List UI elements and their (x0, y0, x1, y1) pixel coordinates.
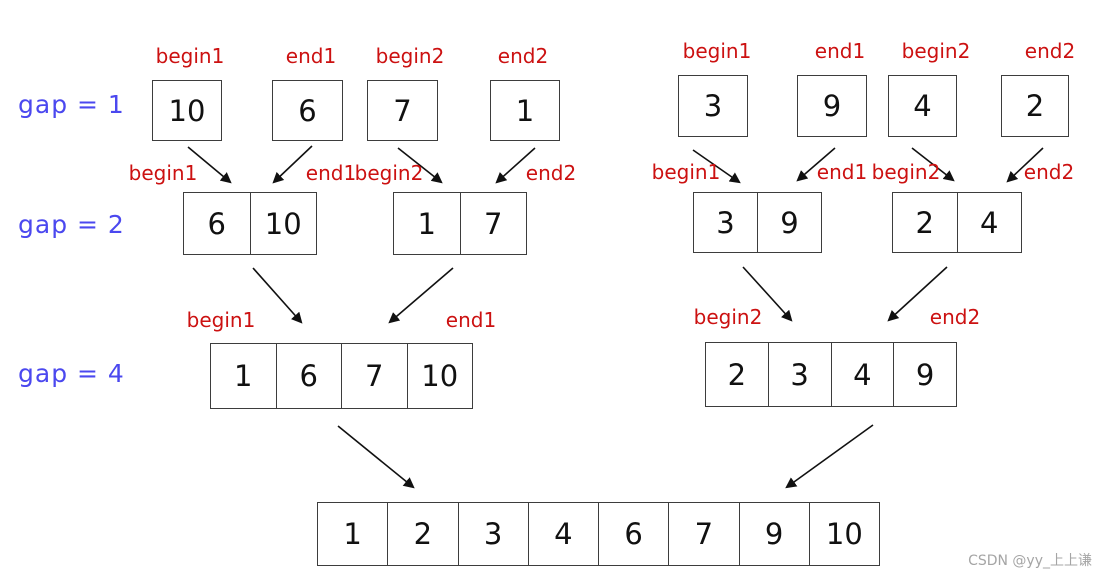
pointer-label-begin1: begin1 (682, 39, 752, 63)
box-gap1-right-0: 3 (678, 75, 748, 137)
array-gap2-right-pair2: 2 4 (892, 192, 1022, 253)
pointer-label-end1: end1 (305, 161, 357, 185)
array-cell: 4 (527, 503, 598, 565)
array-cell: 3 (716, 205, 735, 240)
pointer-label-end1: end1 (445, 308, 497, 332)
pointer-label-end1: end1 (814, 39, 866, 63)
array-gap2-right-pair1: 3 9 (693, 192, 822, 253)
pointer-label-end2: end2 (525, 161, 577, 185)
array-cell: 7 (668, 503, 738, 565)
array-gap4-right: 2 3 4 9 (705, 342, 957, 407)
array-cell: 7 (459, 193, 527, 254)
array-cell: 6 (207, 206, 226, 241)
array-cell: 4 (956, 193, 1022, 252)
array-cell: 1 (515, 93, 535, 128)
array-gap4-left: 1 6 7 10 (210, 343, 473, 409)
array-cell: 6 (598, 503, 668, 565)
array-cell: 4 (913, 89, 932, 123)
box-gap1-right-3: 2 (1001, 75, 1069, 137)
array-cell: 9 (757, 193, 821, 252)
gap-label-3: gap = 4 (18, 359, 125, 388)
pointer-label-begin1: begin1 (651, 160, 721, 184)
pointer-label-begin1: begin1 (155, 44, 225, 68)
box-gap1-left-2: 7 (367, 80, 438, 141)
array-final-merged: 1 2 3 4 6 7 9 10 (317, 502, 880, 566)
array-cell: 3 (703, 89, 723, 123)
array-gap2-left-pair2: 1 7 (393, 192, 527, 255)
array-cell: 1 (234, 359, 253, 393)
box-gap1-left-3: 1 (490, 80, 560, 141)
array-cell: 9 (738, 503, 809, 565)
box-gap1-right-1: 9 (797, 75, 867, 137)
pointer-label-begin2: begin2 (871, 160, 941, 184)
array-cell: 1 (417, 206, 436, 241)
arrow (388, 267, 454, 324)
array-cell: 10 (808, 503, 879, 565)
pointer-label-end2: end2 (497, 44, 549, 68)
array-cell: 6 (275, 344, 342, 408)
pointer-label-end2: end2 (929, 305, 981, 329)
gap-label-2: gap = 2 (18, 210, 125, 239)
array-cell: 10 (168, 93, 206, 128)
array-cell: 2 (1025, 89, 1045, 123)
watermark: CSDN @yy_上上谦 (968, 553, 1092, 569)
arrow (337, 425, 415, 489)
arrow (785, 424, 874, 489)
box-gap1-right-2: 4 (888, 75, 957, 137)
array-cell: 3 (457, 503, 528, 565)
pointer-label-end1: end1 (285, 44, 337, 68)
box-gap1-left-0: 10 (152, 80, 222, 141)
arrow (252, 267, 303, 324)
array-cell: 7 (393, 93, 412, 128)
array-cell: 2 (915, 205, 934, 240)
array-cell: 9 (893, 343, 956, 406)
array-cell: 2 (387, 503, 457, 565)
array-gap2-left-pair1: 6 10 (183, 192, 317, 255)
array-cell: 2 (727, 357, 747, 392)
pointer-label-end2: end2 (1023, 160, 1075, 184)
pointer-label-begin1: begin1 (128, 161, 198, 185)
array-cell: 9 (822, 89, 842, 123)
array-cell: 6 (298, 93, 317, 128)
pointer-label-end1: end1 (816, 160, 868, 184)
pointer-label-begin2: begin2 (693, 305, 763, 329)
array-cell: 10 (249, 193, 317, 254)
gap-label-1: gap = 1 (18, 90, 125, 119)
array-cell: 1 (343, 517, 362, 551)
pointer-label-begin1: begin1 (186, 308, 256, 332)
array-cell: 7 (341, 344, 407, 408)
array-cell: 10 (406, 344, 473, 408)
pointer-label-begin2: begin2 (901, 39, 971, 63)
array-cell: 4 (830, 343, 894, 406)
pointer-label-begin2: begin2 (375, 44, 445, 68)
box-gap1-left-1: 6 (272, 80, 343, 141)
pointer-label-begin2: begin2 (354, 161, 424, 185)
pointer-label-end2: end2 (1024, 39, 1076, 63)
array-cell: 3 (767, 343, 831, 406)
